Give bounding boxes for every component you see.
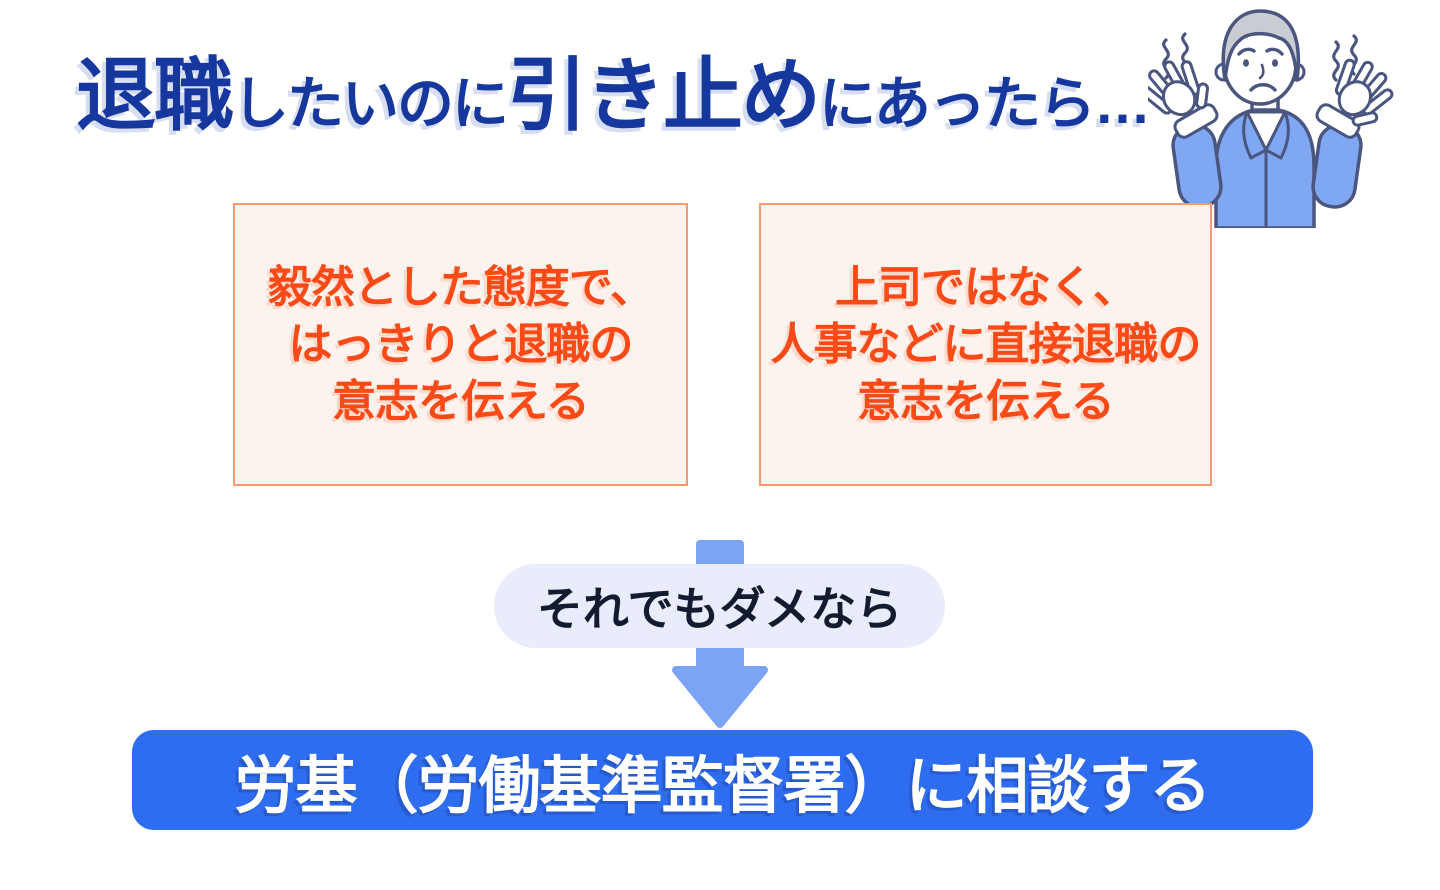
title-segment-small: にあったら… bbox=[819, 72, 1151, 136]
conclusion-banner: 労基（労働基準監督署）に相談する bbox=[132, 730, 1313, 830]
worried-man-icon bbox=[1148, 9, 1404, 228]
fallback-condition-label: それでもダメなら bbox=[536, 583, 903, 635]
title-segment-large: 退職 bbox=[76, 51, 234, 140]
advice-line: 人事などに直接退職の bbox=[770, 319, 1202, 369]
advice-box-right: 上司ではなく、 人事などに直接退職の 意志を伝える bbox=[759, 203, 1212, 486]
advice-line: 上司ではなく、 bbox=[835, 262, 1137, 312]
advice-line: 意志を伝える bbox=[332, 377, 590, 427]
advice-line: 毅然とした態度で、 bbox=[267, 262, 654, 312]
advice-box-left: 毅然とした態度で、 はっきりと退職の 意志を伝える bbox=[233, 203, 688, 486]
page-title: 退職したいのに引き止めにあったら… bbox=[76, 56, 1151, 136]
conclusion-label: 労基（労働基準監督署）に相談する bbox=[234, 752, 1211, 821]
title-segment-small: したいのに bbox=[232, 72, 509, 136]
fallback-condition-pill: それでもダメなら bbox=[494, 564, 945, 648]
advice-line: 意志を伝える bbox=[857, 377, 1115, 427]
title-segment-large: 引き止め bbox=[507, 51, 821, 140]
advice-line: はっきりと退職の bbox=[288, 319, 634, 369]
